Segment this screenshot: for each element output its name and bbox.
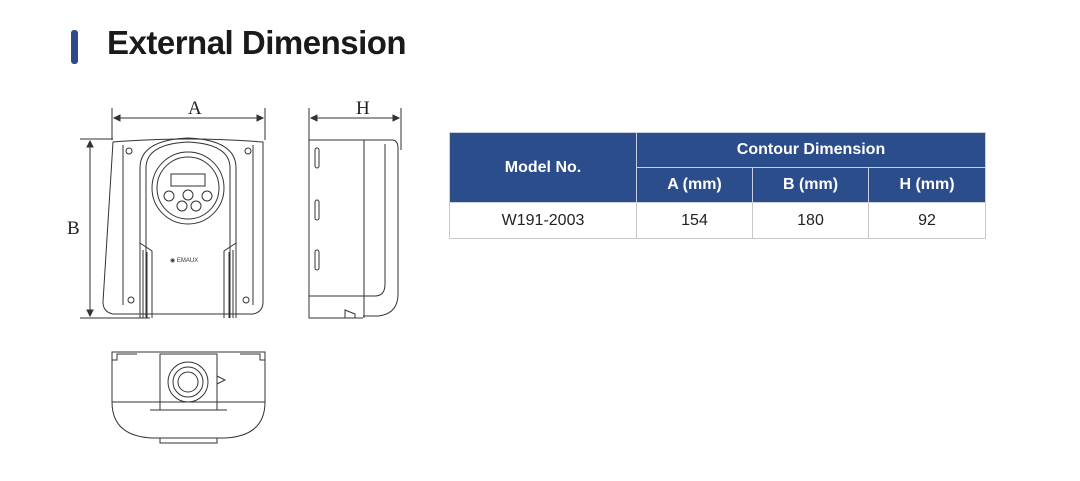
bottom-view xyxy=(111,351,266,444)
label-a: A xyxy=(188,98,202,119)
logo: ◉ EMAUX xyxy=(170,258,198,264)
front-view: A B ◉ EMAUX xyxy=(67,98,266,319)
header-b: B (mm) xyxy=(752,167,869,203)
header-h: H (mm) xyxy=(868,167,986,203)
cell-h: 92 xyxy=(868,202,986,239)
page-title: External Dimension xyxy=(107,24,407,61)
cell-b: 180 xyxy=(752,202,869,239)
dimension-table: Model No. Contour Dimension A (mm) B (mm… xyxy=(449,132,986,239)
header-a: A (mm) xyxy=(636,167,753,203)
label-h: H xyxy=(356,98,370,119)
dimension-drawing: A B ◉ EMAUX H xyxy=(67,98,402,444)
cell-a: 154 xyxy=(636,202,753,239)
side-view: H xyxy=(308,98,402,319)
header-model-no: Model No. xyxy=(449,132,637,203)
cell-model: W191-2003 xyxy=(449,202,637,239)
header-contour-dimension: Contour Dimension xyxy=(636,132,986,168)
table-row: W191-2003 154 180 92 xyxy=(449,202,986,239)
title-accent-bar xyxy=(71,30,78,64)
label-b: B xyxy=(67,218,80,239)
